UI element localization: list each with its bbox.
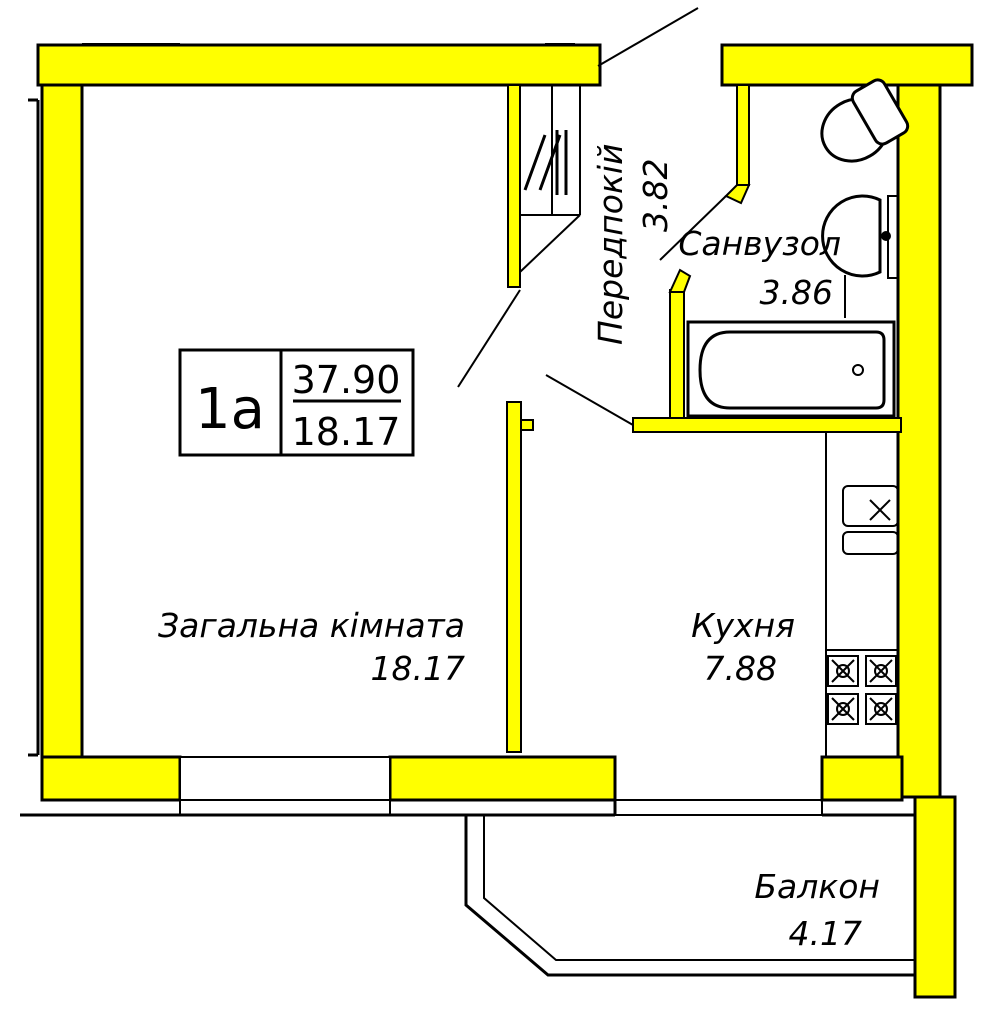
wall-top-left: [36, 43, 602, 87]
left-exterior-line: [28, 98, 40, 757]
sink-icon: [821, 194, 899, 318]
hallway-name: Передпокій: [591, 144, 630, 346]
bathroom-fixtures: [686, 78, 910, 418]
kitchen-area: 7.88: [704, 649, 777, 688]
bathtub-icon: [686, 320, 896, 418]
stove-icon: [826, 649, 898, 725]
toilet-icon: [820, 78, 910, 163]
wardrobe: [519, 84, 581, 273]
bathroom-name: Санвузол: [678, 224, 841, 263]
bottom-exterior-line: [20, 800, 915, 817]
wall-bottom-middle: [388, 755, 617, 802]
balcony-area: 4.17: [789, 914, 862, 953]
wall-kitchen-bottom: [820, 755, 904, 802]
wall-right-lower: [913, 795, 957, 999]
living-room-name: Загальна кімната: [158, 606, 465, 645]
wall-left: [40, 83, 84, 802]
wall-top-right: [720, 43, 974, 87]
balcony-name: Балкон: [754, 867, 880, 906]
bathroom-door-jamb-top: [724, 184, 751, 205]
door-stub: [520, 419, 534, 431]
entrance-door: [545, 7, 727, 426]
wall-wardrobe: [507, 84, 521, 288]
windows: [179, 756, 823, 816]
bathroom-area: 3.86: [760, 273, 833, 312]
wall-bathroom-lower: [669, 289, 685, 421]
balcony-outline: [464, 815, 915, 977]
living-area: 18.17: [292, 410, 401, 454]
room-labels: Загальна кімната 18.17 Кухня 7.88 Санвуз…: [158, 144, 880, 954]
wall-bathroom-upper: [736, 84, 750, 186]
wall-bottom-left: [40, 755, 182, 802]
bathroom-door-jamb-bottom: [668, 268, 692, 293]
walls: [36, 43, 974, 999]
kitchen-name: Кухня: [691, 606, 795, 645]
total-area: 37.90: [292, 358, 401, 402]
hallway-area: 3.82: [636, 159, 675, 232]
wall-right: [896, 83, 942, 799]
wall-bathroom-kitchen: [632, 417, 902, 433]
kitchen-sink-icon: [842, 485, 899, 555]
wall-living-kitchen: [506, 401, 522, 753]
kitchen-counter: [825, 431, 899, 758]
apartment-info-box: 1а 37.90 18.17: [178, 348, 415, 457]
living-door-swing: [457, 289, 521, 388]
apartment-type: 1а: [195, 377, 265, 442]
living-room-area: 18.17: [371, 649, 465, 688]
kitchen-fixtures: [825, 431, 899, 758]
